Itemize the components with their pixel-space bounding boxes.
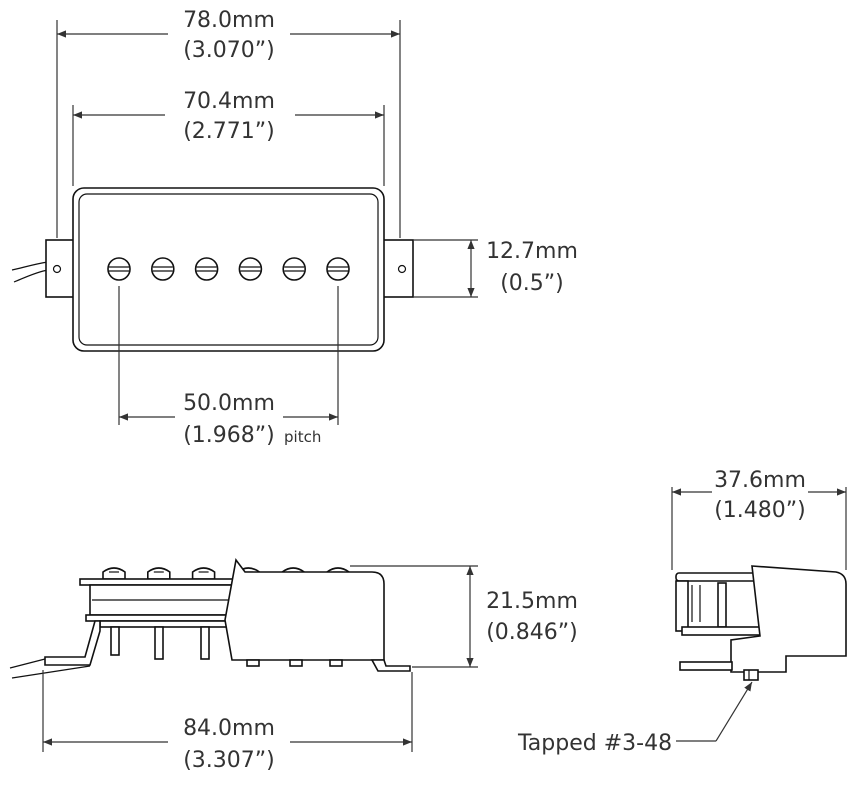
end-width-inch-label: (1.480”): [714, 498, 806, 523]
end-view: 37.6mm (1.480”) Tapped #3-48: [517, 468, 847, 756]
pitch-note-label: pitch: [284, 428, 321, 446]
pole-spacing-mm-label: 50.0mm: [183, 391, 275, 416]
baseplate: [99, 620, 236, 628]
cover-width-mm-label: 70.4mm: [183, 89, 275, 114]
outer-width-mm-label: 78.0mm: [183, 8, 275, 33]
end-bobbin-bottom: [681, 626, 767, 636]
baseplate-ear-left: [44, 620, 101, 666]
mount-hole-left: [52, 264, 62, 274]
bobbin-bottom-flange: [85, 614, 236, 622]
tapped-hole-callout: Tapped #3-48: [517, 731, 672, 756]
side-view: 21.5mm (0.846”) 84.0mm (3.307”): [9, 558, 578, 773]
tapped-hole-screw: [743, 669, 759, 681]
pickup-cover-side: [224, 558, 385, 661]
pole-piece: [238, 257, 263, 281]
end-cover: [730, 565, 847, 673]
mount-height-mm-label: 12.7mm: [486, 239, 578, 264]
base-length-inch-label: (3.307”): [183, 748, 275, 773]
mount-height-inch-label: (0.5”): [500, 271, 564, 296]
outer-width-inch-label: (3.070”): [183, 38, 275, 63]
end-width-mm-label: 37.6mm: [714, 468, 806, 493]
pickup-cover: [72, 187, 385, 352]
pole-screw-head: [191, 567, 216, 580]
pole-screw-head: [102, 567, 126, 580]
pickup-cover-inner-edge: [78, 193, 379, 346]
lead-wire: [11, 261, 49, 271]
pole-piece: [107, 257, 131, 281]
bobbin-top-flange: [79, 578, 236, 586]
base-length-mm-label: 84.0mm: [183, 716, 275, 741]
pole-piece: [326, 257, 350, 281]
mount-hole-right: [397, 264, 407, 274]
pole-pieces-top: [107, 257, 350, 281]
pole-piece: [151, 257, 175, 281]
end-baseplate: [679, 661, 733, 671]
side-height-inch-label: (0.846”): [486, 620, 578, 645]
cover-width-inch-label: (2.771”): [183, 119, 275, 144]
top-view: 78.0mm (3.070”) 70.4mm (2.771”) 12.7mm (…: [11, 8, 578, 448]
side-height-mm-label: 21.5mm: [486, 589, 578, 614]
lead-wire-side: [9, 658, 46, 669]
mounting-ear-left: [45, 239, 77, 298]
baseplate-ear-right: [370, 659, 411, 672]
pole-piece: [194, 257, 219, 281]
pole-spacing-inch-label: (1.968”): [183, 423, 275, 448]
pole-screw-head: [147, 567, 171, 580]
pole-piece: [282, 257, 307, 281]
